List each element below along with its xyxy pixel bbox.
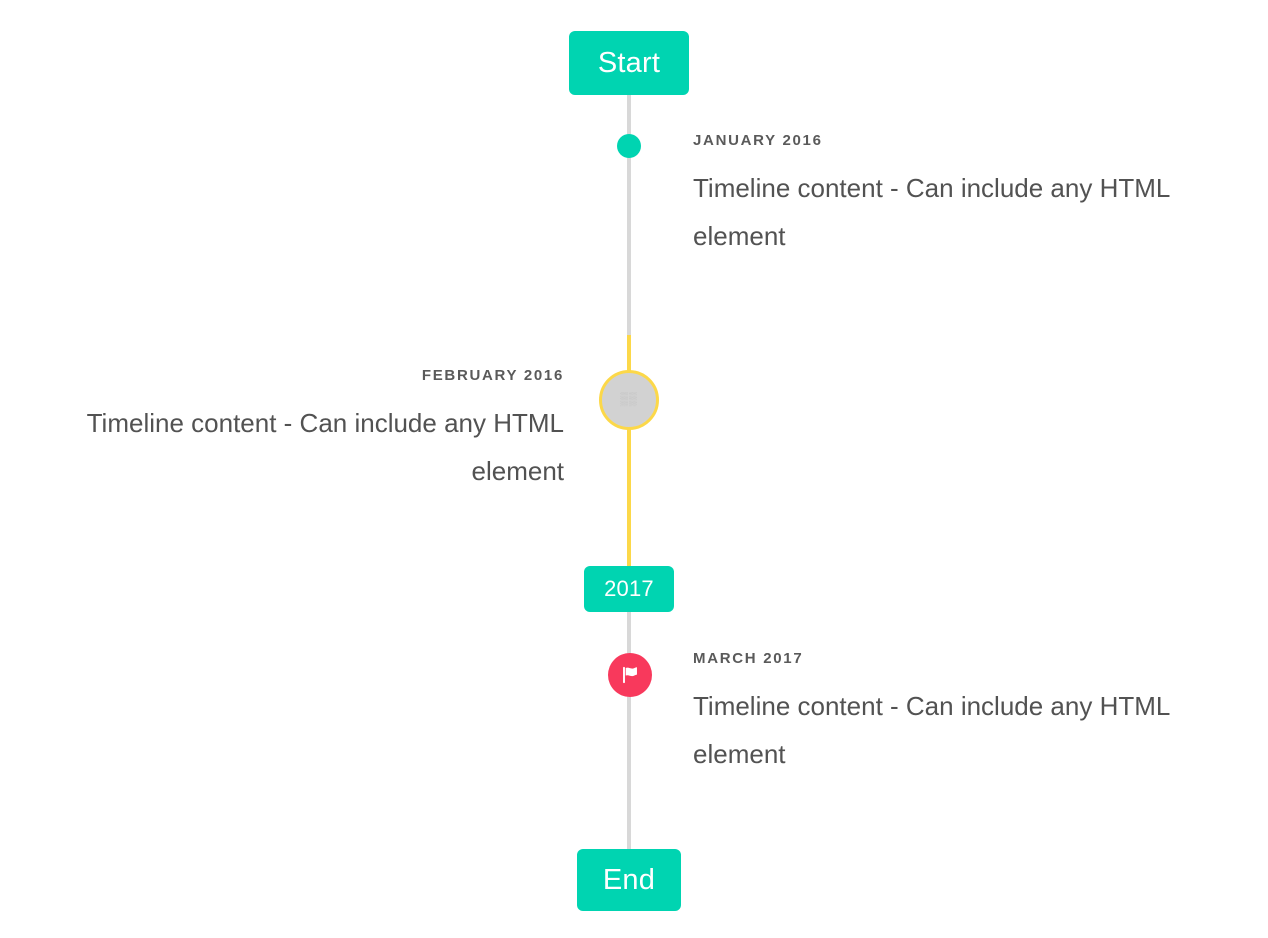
timeline-end-badge[interactable]: End — [577, 849, 681, 911]
timeline-start-badge[interactable]: Start — [569, 31, 689, 95]
missing-glyph-icon: ▒▒ — [620, 392, 638, 407]
timeline-marker-missing-glyph[interactable]: ▒▒ — [599, 370, 659, 430]
timeline-year-badge[interactable]: 2017 — [584, 566, 674, 612]
timeline-entry-date: MARCH 2017 — [693, 650, 804, 667]
timeline-entry-content: Timeline content - Can include any HTML … — [693, 172, 1170, 251]
timeline-entry-date: JANUARY 2016 — [693, 132, 823, 149]
timeline-marker-flag[interactable] — [608, 653, 652, 697]
timeline-axis-segment-bottom — [627, 612, 631, 849]
timeline-entry-march: MARCH 2017 Timeline content - Can includ… — [693, 650, 1223, 778]
timeline-axis-segment-active — [627, 335, 631, 572]
timeline-entry-content: Timeline content - Can include any HTML … — [86, 407, 564, 486]
timeline-entry-date: FEBRUARY 2016 — [421, 367, 564, 384]
timeline-entry-content: Timeline content - Can include any HTML … — [693, 690, 1170, 769]
timeline-axis-segment-top — [627, 95, 631, 335]
timeline-entry-january: JANUARY 2016 Timeline content - Can incl… — [693, 132, 1223, 260]
flag-icon — [623, 666, 637, 684]
timeline-entry-february: FEBRUARY 2016 Timeline content - Can inc… — [34, 367, 564, 495]
timeline-marker-dot[interactable] — [617, 134, 641, 158]
